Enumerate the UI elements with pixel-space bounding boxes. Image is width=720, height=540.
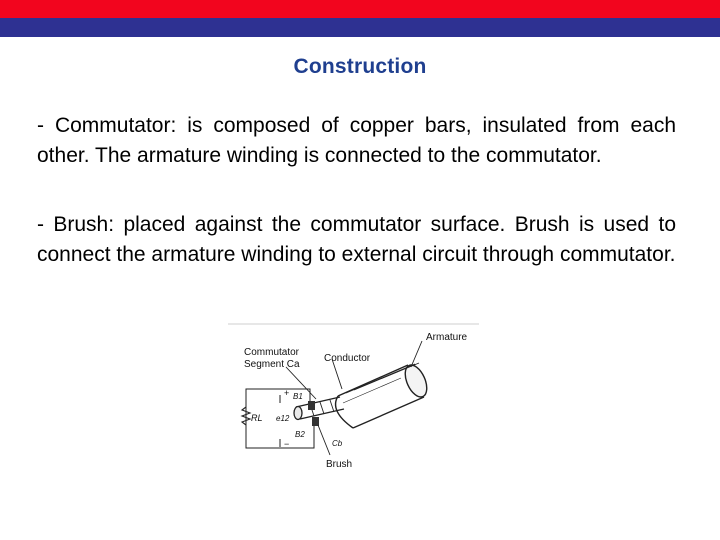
brush-top — [308, 401, 315, 410]
label-e12: e12 — [276, 414, 290, 423]
header-band-red — [0, 0, 720, 18]
commutator-shaft — [293, 396, 345, 421]
brush-bottom — [312, 417, 319, 426]
label-rl: RL — [251, 413, 263, 423]
header-band-blue — [0, 18, 720, 37]
label-plus: + — [284, 388, 289, 398]
slide-title: Construction — [293, 55, 427, 78]
label-leaders — [285, 340, 423, 456]
label-commutator-line1: Commutator — [244, 347, 300, 358]
label-cb: Cb — [332, 439, 343, 448]
label-conductor: Conductor — [324, 353, 371, 364]
label-brush: Brush — [326, 459, 352, 470]
external-circuit — [240, 388, 315, 449]
label-b1: B1 — [293, 392, 303, 401]
label-b2: B2 — [295, 430, 305, 439]
label-commutator-line2: Segment Ca — [244, 359, 300, 370]
label-armature: Armature — [426, 332, 468, 343]
dc-machine-diagram: Armature Commutator Segment Ca Conductor… — [226, 323, 481, 473]
label-minus: − — [284, 439, 289, 449]
diagram-svg: Armature Commutator Segment Ca Conductor… — [228, 323, 479, 470]
paragraph-brush: - Brush: placed against the commutator s… — [37, 213, 676, 266]
armature-cylinder — [334, 362, 428, 429]
paragraph-commutator: - Commutator: is composed of copper bars… — [37, 114, 676, 167]
